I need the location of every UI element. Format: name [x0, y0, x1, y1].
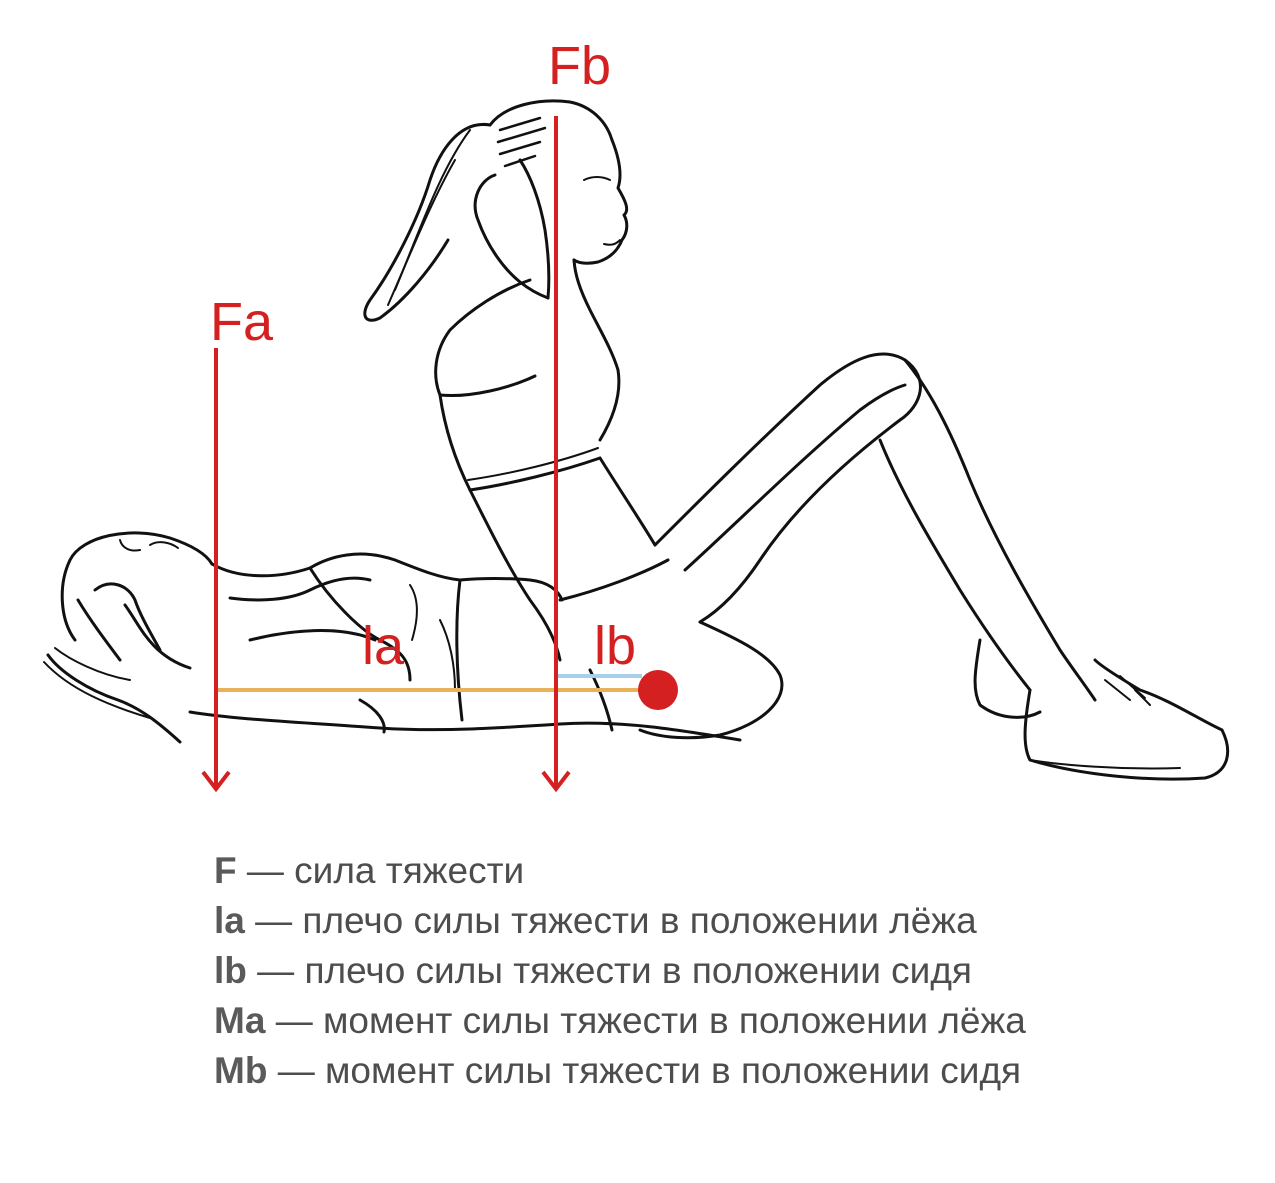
label-arm-sitting: lb: [594, 616, 636, 676]
legend-symbol: la: [214, 900, 245, 941]
legend-item: lb — плечо силы тяжести в положении сидя: [214, 946, 1026, 996]
legend-symbol: F: [214, 850, 237, 891]
legend-description: — момент силы тяжести в положении лёжа: [275, 1000, 1026, 1041]
label-arm-lying: la: [362, 616, 405, 676]
legend-description: — плечо силы тяжести в положении сидя: [257, 950, 972, 991]
label-force-lying: Fa: [210, 292, 274, 352]
legend-symbol: Mb: [214, 1050, 268, 1091]
sitting-figure-sketch: [363, 99, 1230, 781]
legend-description: — плечо силы тяжести в положении лёжа: [255, 900, 977, 941]
legend-description: — сила тяжести: [246, 850, 525, 891]
legend-symbol: lb: [214, 950, 247, 991]
lying-figure-sketch: [43, 531, 742, 744]
legend-item: F — сила тяжести: [214, 846, 1026, 896]
legend-symbol: Ma: [214, 1000, 266, 1041]
legend-item: Ma — момент силы тяжести в положении лёж…: [214, 996, 1026, 1046]
sit-up-force-diagram: Fb Fa la lb: [43, 36, 1230, 793]
legend-item: Mb — момент силы тяжести в положении сид…: [214, 1046, 1026, 1096]
legend-item: la — плечо силы тяжести в положении лёжа: [214, 896, 1026, 946]
legend-description: — момент силы тяжести в положении сидя: [277, 1050, 1022, 1091]
force-vector-sitting: [541, 116, 571, 793]
label-force-sitting: Fb: [548, 36, 611, 96]
center-of-mass-dot: [638, 670, 678, 710]
force-vector-lying: [201, 348, 231, 793]
